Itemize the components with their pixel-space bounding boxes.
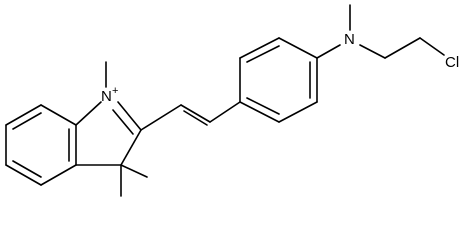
pyrrole-ring: [75, 101, 142, 166]
vinyl-linker: [140, 101, 241, 131]
phenyl-ring: [239, 37, 318, 123]
gem-dimethyl: [120, 164, 148, 197]
amine-nitrogen-label: N: [344, 31, 355, 48]
chemical-structure: N + N Cl: [5, 4, 459, 197]
benzo-ring: [5, 104, 77, 186]
indolium-nitrogen-label: N: [101, 88, 112, 105]
amine-bonds: [316, 4, 445, 59]
indolium-charge-label: +: [112, 85, 118, 97]
chlorine-label: Cl: [445, 54, 459, 71]
